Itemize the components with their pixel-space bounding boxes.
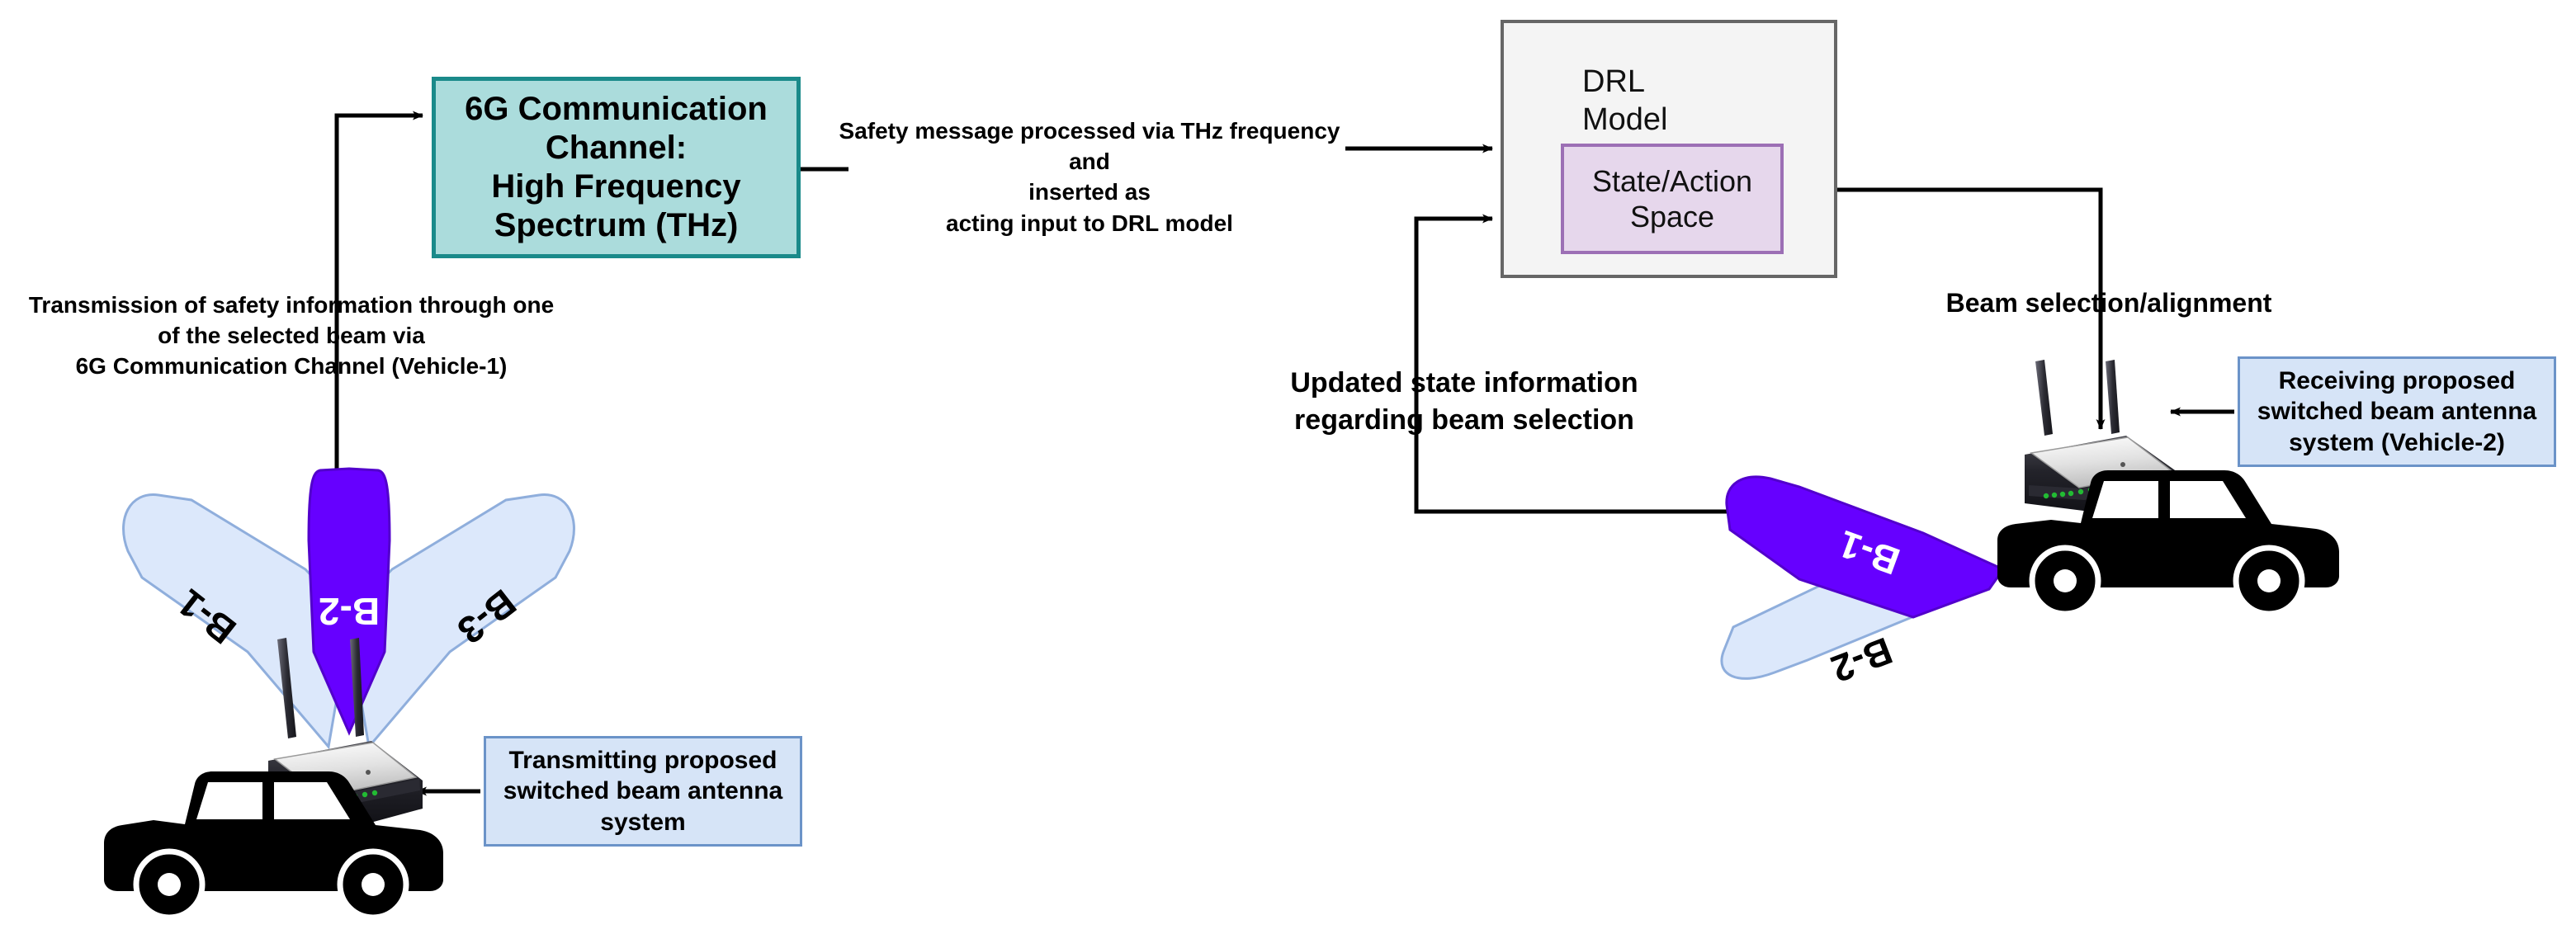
callout-receiving-antenna-label: Receiving proposed switched beam antenna… — [2257, 366, 2537, 456]
beam-label-v1-b2: B-2 — [319, 590, 380, 633]
edge-label-transmission: Transmission of safety information throu… — [28, 292, 555, 379]
channel-box-label: 6G Communication Channel: High Frequency… — [465, 90, 768, 244]
beam-lobe-v2-b1 — [1725, 475, 2006, 619]
svg-text:B-2: B-2 — [319, 590, 380, 633]
drl-model-box[interactable]: DRL Model State/Action Space — [1501, 20, 1837, 278]
edge-label-safety-message: Safety message processed via THz frequen… — [839, 118, 1340, 236]
beam-lobe-v1-b2 — [307, 467, 391, 736]
drl-model-title: DRL Model — [1582, 64, 1668, 138]
beam-lobe-v1-b1 — [122, 493, 352, 750]
car-vehicle2 — [1997, 470, 2339, 617]
edge-label-beam-selection: Beam selection/alignment — [1945, 288, 2272, 318]
car-vehicle1 — [104, 771, 443, 921]
beam-lobe-v1-b3 — [345, 493, 575, 750]
channel-box[interactable]: 6G Communication Channel: High Frequency… — [432, 77, 801, 258]
edge-label-updated-state: Updated state information regarding beam… — [1290, 367, 1638, 436]
callout-transmitting-antenna-label: Transmitting proposed switched beam ante… — [503, 746, 783, 836]
state-action-space-label: State/Action Space — [1591, 163, 1753, 234]
callout-receiving-antenna[interactable]: Receiving proposed switched beam antenna… — [2238, 356, 2556, 467]
state-action-space-box[interactable]: State/Action Space — [1561, 144, 1784, 254]
callout-transmitting-antenna[interactable]: Transmitting proposed switched beam ante… — [484, 736, 802, 847]
